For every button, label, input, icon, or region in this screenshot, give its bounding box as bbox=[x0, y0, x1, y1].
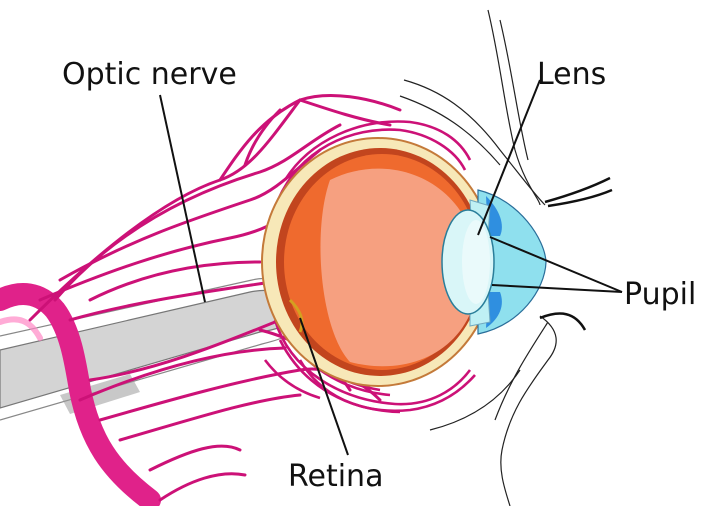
pupil-label: Pupil bbox=[624, 277, 696, 312]
retina-label: Retina bbox=[288, 459, 383, 494]
lens bbox=[442, 210, 494, 314]
lens-label: Lens bbox=[537, 57, 606, 92]
eyelashes bbox=[540, 178, 612, 330]
optic-nerve-label: Optic nerve bbox=[62, 57, 237, 92]
